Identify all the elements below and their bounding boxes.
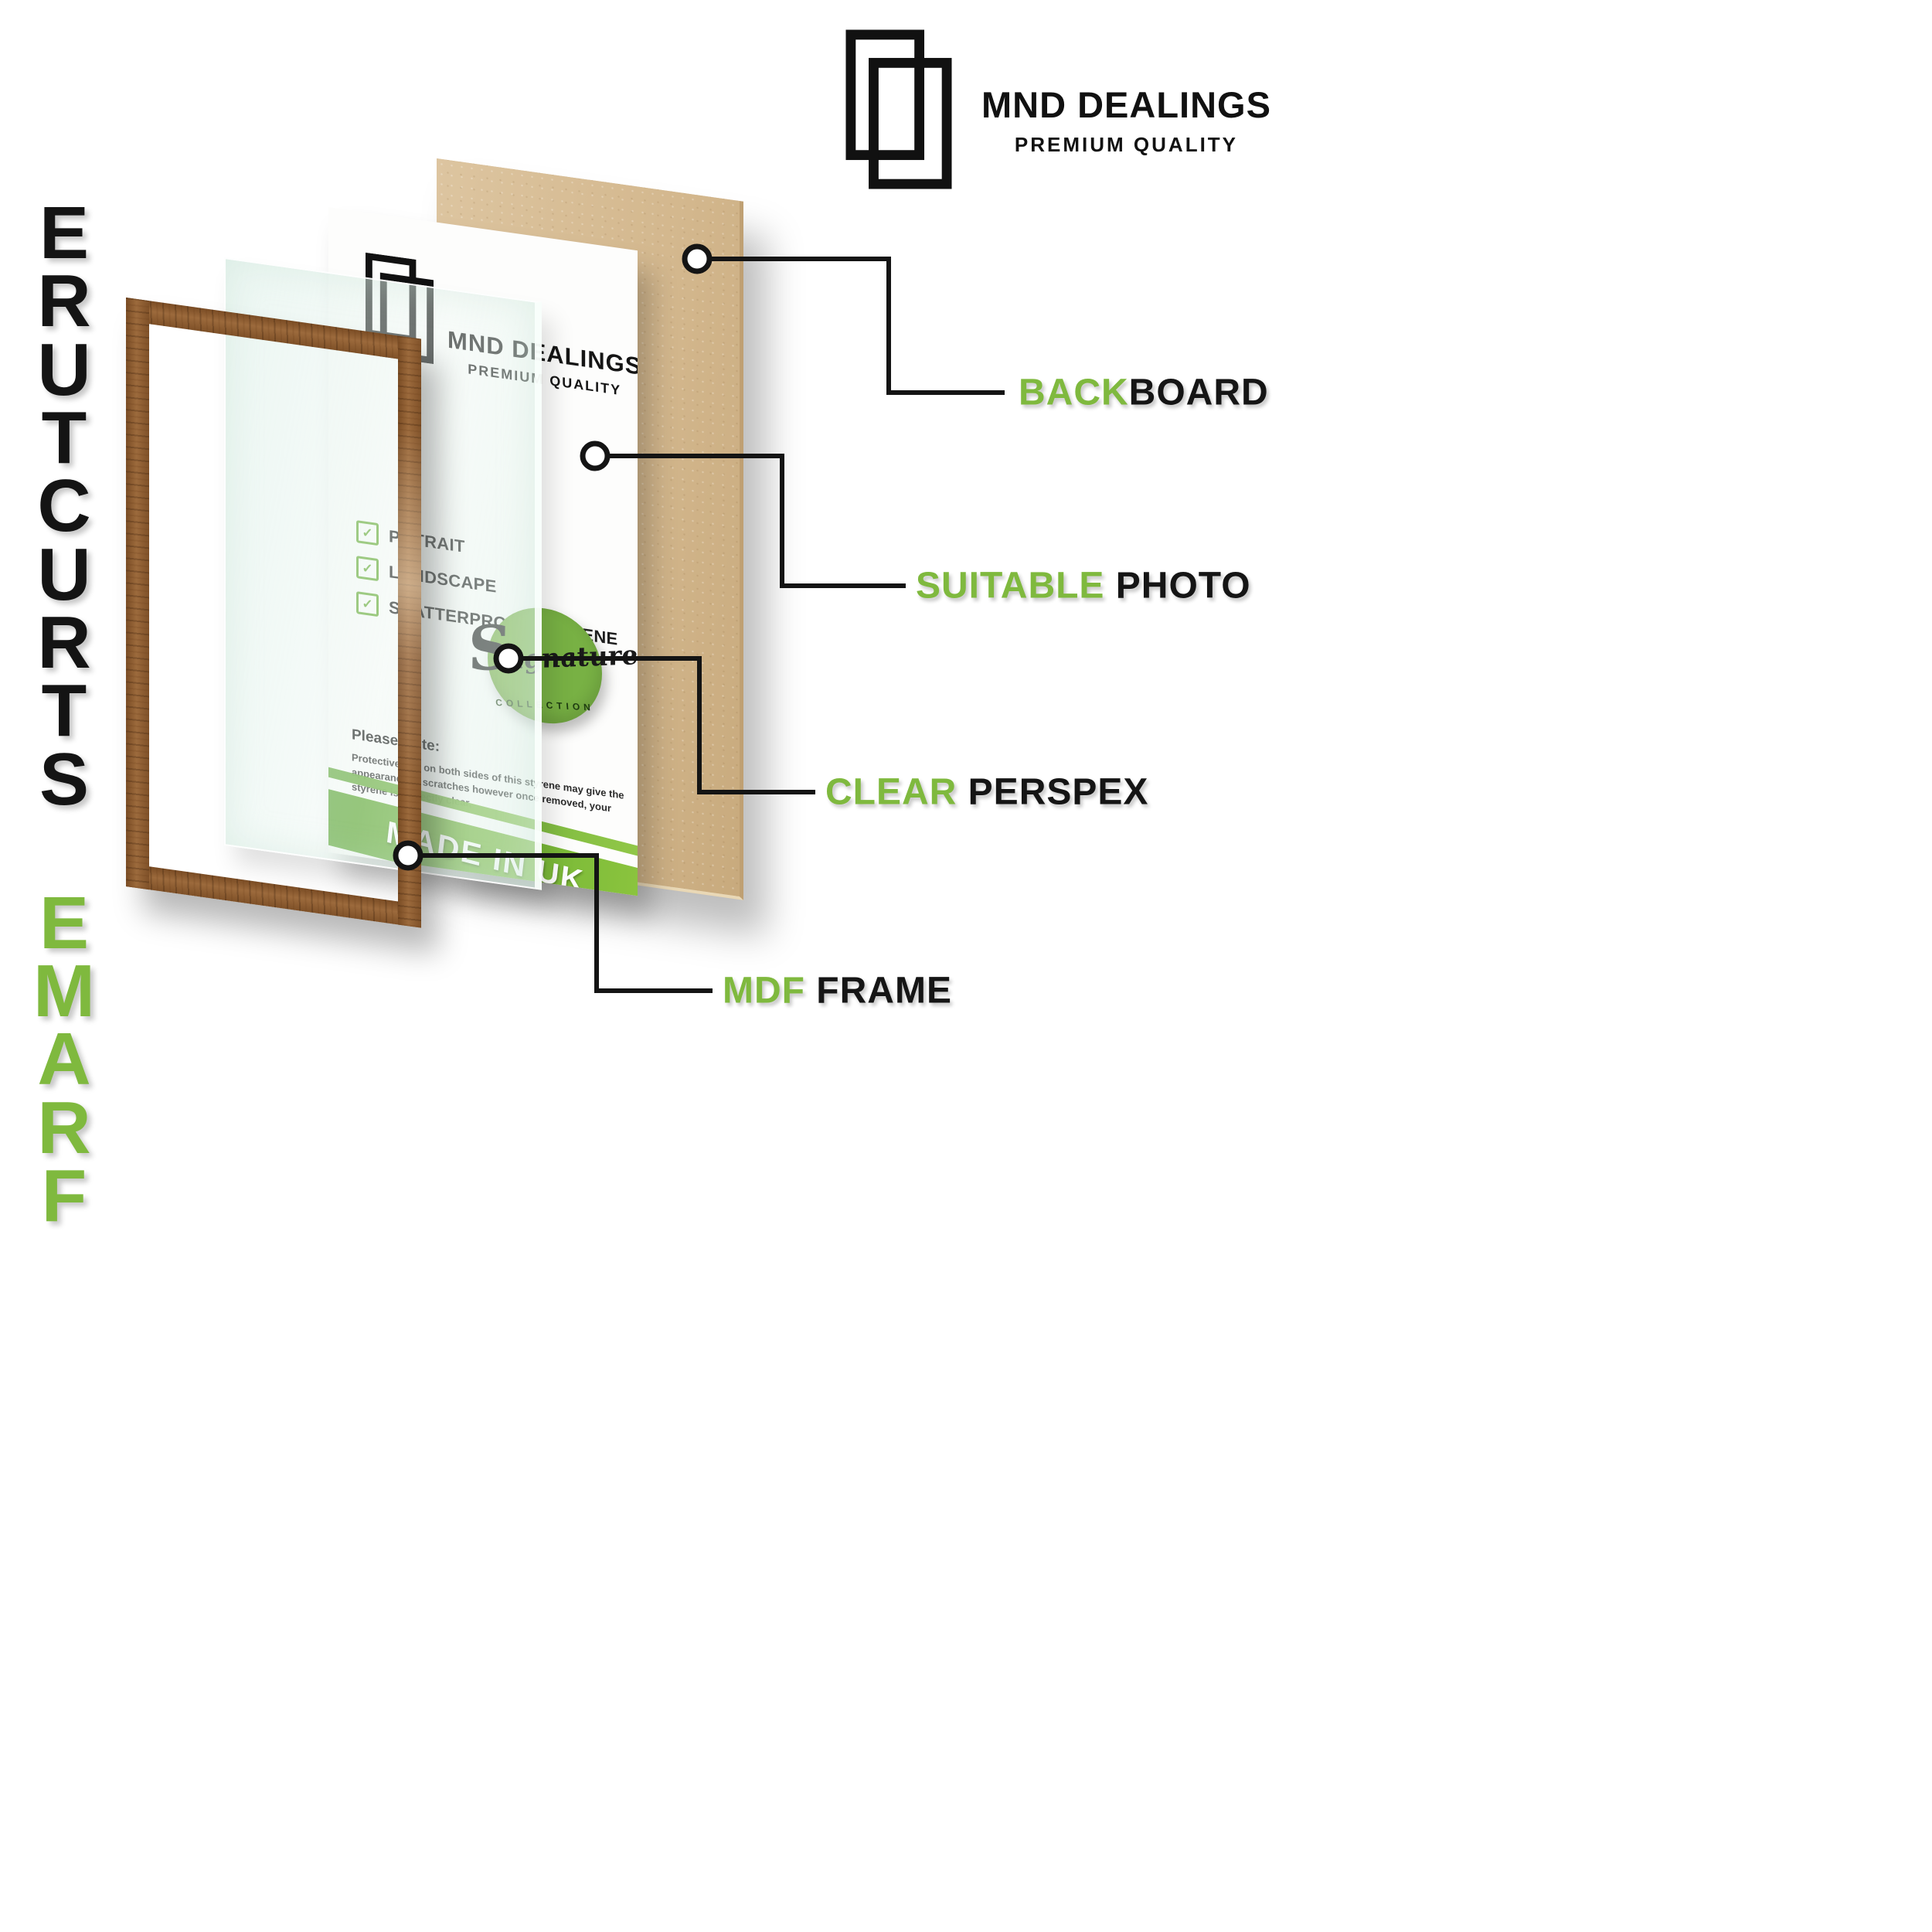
title-letter: T: [41, 669, 87, 753]
frame-rail-bottom: [126, 863, 421, 928]
callout-label-backboard: BACKBOARD: [1019, 372, 1269, 414]
frame-rail-left: [126, 298, 149, 890]
callout-label-green: MDF: [723, 970, 805, 1012]
title-letter: F: [41, 1155, 87, 1238]
callout-label-black: PHOTO: [1104, 565, 1251, 607]
brand-tagline: PREMIUM QUALITY: [1014, 133, 1239, 156]
callout-label-suitable-photo: SUITABLE PHOTO: [916, 565, 1251, 607]
title-letter: E: [39, 881, 90, 964]
brand-name: MND DEALINGS: [981, 84, 1271, 125]
title-letter: R: [37, 600, 91, 684]
title-letter: R: [37, 260, 91, 343]
title-letter: R: [37, 1086, 91, 1169]
frame-rail-right: [398, 335, 421, 928]
callout-label-black: FRAME: [804, 970, 952, 1012]
brand-logo: MND DEALINGS PREMIUM QUALITY: [845, 29, 1271, 189]
callout-label-mdf-frame: MDF FRAME: [723, 970, 952, 1012]
title-letter: C: [37, 464, 91, 548]
wood-frame-layer: [126, 298, 421, 928]
callout-label-green: BACK: [1019, 372, 1129, 413]
title-letter: U: [37, 328, 91, 411]
title-letter: U: [37, 532, 91, 616]
brand-text: MND DEALINGS PREMIUM QUALITY: [981, 83, 1271, 157]
title-letter: E: [39, 192, 89, 274]
callout-label-black: PERSPEX: [957, 771, 1149, 813]
title-letter: S: [39, 737, 89, 821]
callout-label-green: SUITABLE: [916, 565, 1105, 607]
callout-label-green: CLEAR: [825, 771, 957, 813]
title-letter: M: [33, 950, 95, 1033]
callout-label-clear-perspex: CLEAR PERSPEX: [825, 771, 1148, 814]
callout-label-black: BOARD: [1128, 372, 1269, 413]
title-letter: A: [37, 1018, 91, 1101]
title-letter: T: [41, 396, 87, 479]
frame-logo-icon: [845, 29, 952, 189]
